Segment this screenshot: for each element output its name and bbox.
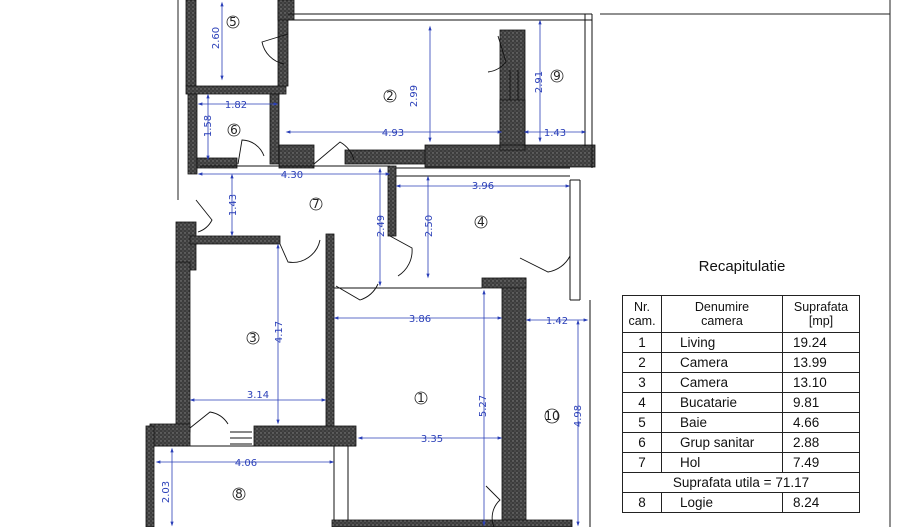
dimension-labels: 2.60 2.99 2.91 1.82 1.58 4.93 1.43 4.30 … [161,27,584,503]
dim-4-17: 4.17 [274,321,285,343]
row-area: 2.88 [782,432,860,453]
room-label-5: 5 [229,15,237,29]
row-area: 13.10 [782,372,860,393]
row-name: Baie [661,412,783,433]
table-row: 8 Logie 8.24 [622,492,860,513]
row-area: 9.81 [782,392,860,413]
dim-2-49: 2.49 [376,215,387,237]
dim-2-91: 2.91 [534,71,545,93]
table-row: 1 Living 19.24 [622,332,860,353]
row-nr: 6 [622,432,662,453]
row-nr: 1 [622,332,662,353]
table-row: 5 Baie 4.66 [622,412,860,433]
dim-4-93: 4.93 [382,128,404,139]
header-name: Denumire camera [661,295,783,333]
row-area: 19.24 [782,332,860,353]
row-name: Grup sanitar [661,432,783,453]
row-nr: 2 [622,352,662,373]
row-name: Camera [661,352,783,373]
row-nr: 3 [622,372,662,393]
dim-1-43-b: 1.43 [228,194,239,216]
dim-3-86: 3.86 [409,314,431,325]
summary-table: Nr. cam. Denumire camera Suprafata [mp] … [622,295,860,513]
row-nr: 7 [622,452,662,473]
dim-3-35: 3.35 [421,434,443,445]
total-area: Suprafata utila = 71.17 [622,472,860,493]
dim-2-03: 2.03 [161,481,172,503]
row-nr: 5 [622,412,662,433]
room-label-7: 7 [312,197,320,211]
row-nr: 4 [622,392,662,413]
dim-3-96: 3.96 [472,181,494,192]
header-name-text: Denumire camera [694,300,750,328]
table-row: 2 Camera 13.99 [622,352,860,373]
room-label-4: 4 [477,215,485,229]
dim-1-58: 1.58 [203,115,214,137]
table-row: 6 Grup sanitar 2.88 [622,432,860,453]
row-area: 7.49 [782,452,860,473]
window-frames [154,13,593,527]
room-label-8: 8 [235,487,243,501]
door-swings [189,33,571,527]
dim-5-27: 5.27 [478,395,489,417]
room-label-1: 1 [417,391,425,405]
header-nr-text: Nr. cam. [628,300,656,328]
total-row: Suprafata utila = 71.17 [622,472,860,493]
summary-header-row: Nr. cam. Denumire camera Suprafata [mp] [622,295,860,333]
row-name: Camera [661,372,783,393]
dim-4-06: 4.06 [235,458,257,469]
dim-2-99: 2.99 [409,85,420,107]
drawing-frame [177,0,891,527]
row-area: 4.66 [782,412,860,433]
table-row: 4 Bucatarie 9.81 [622,392,860,413]
table-row: 7 Hol 7.49 [622,452,860,473]
walls [145,0,596,527]
room-markers [226,15,564,501]
dim-4-30: 4.30 [281,170,303,181]
summary-title: Recapitulatie [698,258,786,275]
room-label-9: 9 [553,69,561,83]
dimension-lines [155,1,589,527]
row-name: Bucatarie [661,392,783,413]
header-area-text: Suprafata [mp] [793,300,849,328]
dim-3-14: 3.14 [247,390,269,401]
header-area: Suprafata [mp] [782,295,860,333]
table-row: 3 Camera 13.10 [622,372,860,393]
dim-4-98: 4.98 [573,405,584,427]
row-area: 13.99 [782,352,860,373]
row-name: Living [661,332,783,353]
dim-1-82: 1.82 [225,100,247,111]
room-label-2: 2 [386,89,394,103]
dim-2-60: 2.60 [211,27,222,49]
room-numbers: 5 2 9 6 7 4 3 1 10 8 [229,15,561,501]
header-nr: Nr. cam. [622,295,662,333]
dim-1-43-a: 1.43 [544,128,566,139]
room-label-10: 10 [544,409,559,423]
row-nr: 8 [622,492,662,513]
row-name: Logie [661,492,783,513]
dim-2-50: 2.50 [424,215,435,237]
room-label-3: 3 [249,331,257,345]
dim-1-42: 1.42 [546,316,568,327]
row-area: 8.24 [782,492,860,513]
room-label-6: 6 [230,123,238,137]
row-name: Hol [661,452,783,473]
